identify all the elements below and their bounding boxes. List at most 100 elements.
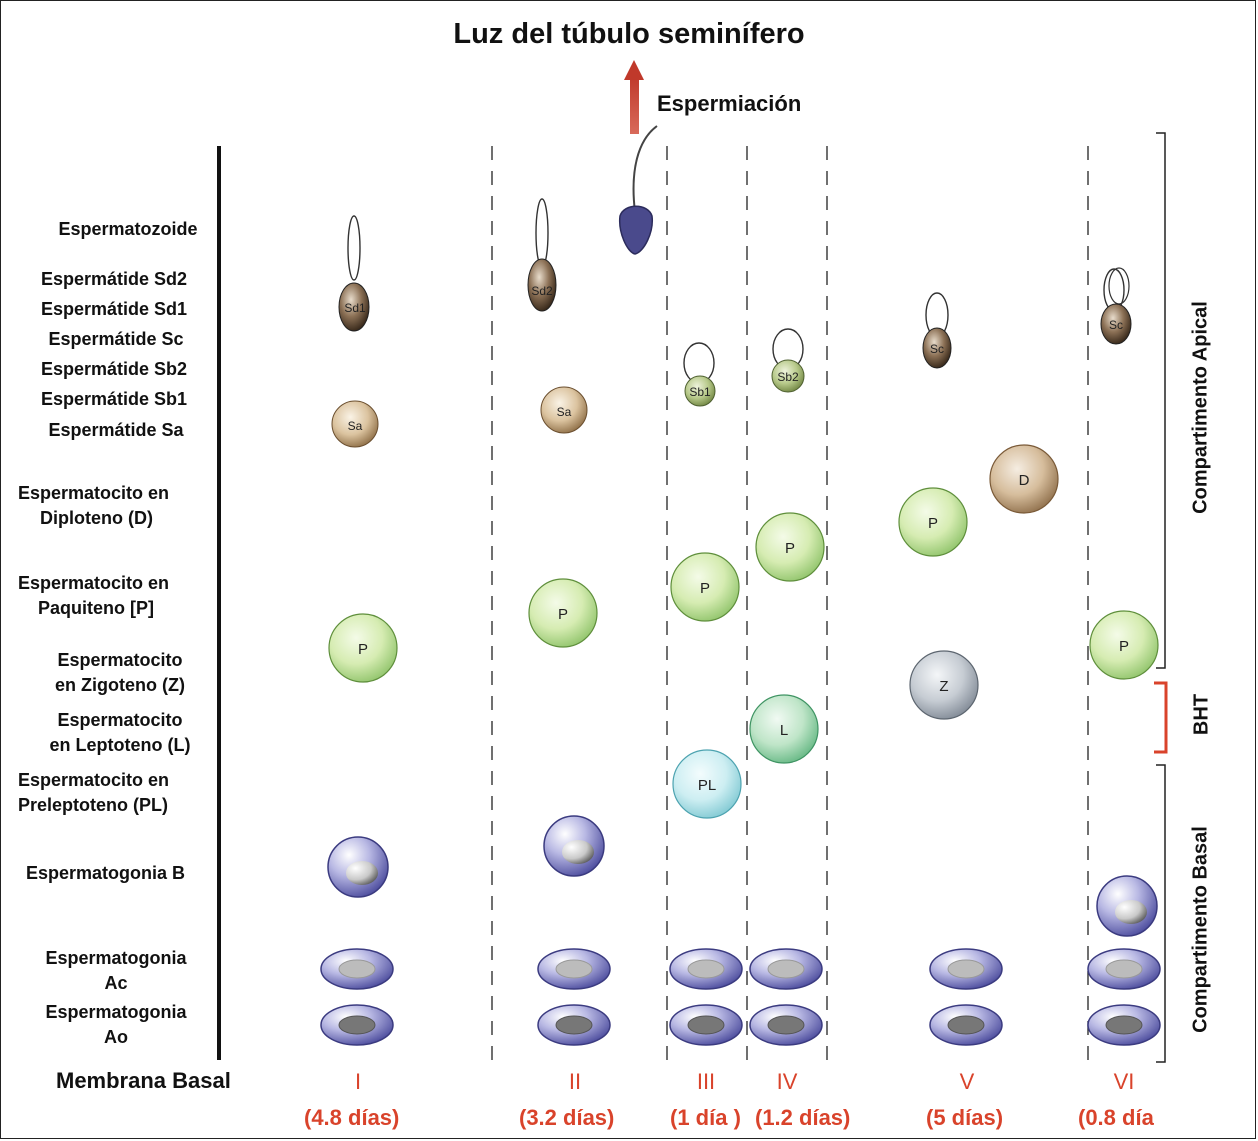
row-label-ao-2: Ao xyxy=(104,1027,128,1047)
cell-label: L xyxy=(780,722,788,739)
row-label-ao-1: Espermatogonia xyxy=(45,1002,187,1022)
stage-numeral-1: I xyxy=(354,1069,362,1094)
stage-3-cells: Sb1 P PL xyxy=(669,342,743,1046)
nucleus xyxy=(338,959,376,979)
nucleus xyxy=(338,1015,376,1035)
page-title: Luz del túbulo seminífero xyxy=(453,18,805,50)
stage-days-1: (4.8 días) xyxy=(304,1105,400,1130)
stage-numeral-3: III xyxy=(696,1069,716,1094)
row-label-espermatozoide: Espermatozoide xyxy=(58,219,198,239)
cell-label: P xyxy=(928,515,938,532)
bht-bracket xyxy=(1154,681,1168,754)
row-label-sa: Espermátide Sa xyxy=(48,420,184,440)
row-label-sc: Espermátide Sc xyxy=(48,329,184,349)
spermatid-sa xyxy=(331,400,379,448)
spermatid-sc xyxy=(922,327,952,369)
spermatid-sc xyxy=(1100,303,1132,345)
basal-bracket xyxy=(1156,764,1166,1063)
row-label-ac-1: Espermatogonia xyxy=(45,948,187,968)
acrosome-tail xyxy=(535,198,549,268)
nucleus xyxy=(767,1015,805,1035)
stage-days-4: (1.2 días) xyxy=(755,1105,851,1130)
stage-days-3: (1 día ) xyxy=(670,1105,741,1130)
spermatid-label: Sb2 xyxy=(777,370,799,384)
cell-label: P xyxy=(785,540,795,557)
basal-membrane-label: Membrana Basal xyxy=(56,1068,231,1093)
row-label-sd1: Espermátide Sd1 xyxy=(40,299,188,319)
pachytene-spermatocyte xyxy=(898,487,968,557)
stage-2-cells: Sd2 Sa P xyxy=(527,198,611,1046)
row-label-diplotene-2: Diploteno (D) xyxy=(40,508,153,528)
nucleus xyxy=(947,1015,985,1035)
stage-dividers xyxy=(491,146,1089,1060)
diplotene-spermatocyte xyxy=(989,444,1059,514)
cell-label: P xyxy=(700,580,710,597)
cell-label: P xyxy=(1119,638,1129,655)
row-label-leptotene-2: en Leptoteno (L) xyxy=(49,735,191,755)
apical-bracket xyxy=(1156,132,1166,669)
cell-label: P xyxy=(358,641,368,658)
nucleus xyxy=(1105,959,1143,979)
spermatid-label: Sa xyxy=(557,405,572,419)
pachytene-spermatocyte xyxy=(528,578,598,648)
stage-5-cells: Sc D P Z xyxy=(898,292,1059,1046)
cell-label: D xyxy=(1019,472,1030,489)
leptotene-spermatocyte xyxy=(749,694,819,764)
nucleus xyxy=(1115,900,1147,924)
stage-numeral-2: II xyxy=(568,1069,582,1094)
stage-days-2: (3.2 días) xyxy=(519,1105,615,1130)
preleptotene-spermatocyte xyxy=(672,749,742,819)
row-label-zygotene-2: en Zigoteno (Z) xyxy=(55,675,185,695)
stage-6-cells: Sc P xyxy=(1087,267,1161,1046)
cell-label: Z xyxy=(939,678,948,695)
spermatid-label: Sa xyxy=(348,419,363,433)
nucleus xyxy=(687,959,725,979)
cell-label: PL xyxy=(698,777,716,794)
stage-numeral-6: VI xyxy=(1113,1069,1135,1094)
row-label-pachytene-1: Espermatocito en xyxy=(18,573,170,593)
spermatid-sd1 xyxy=(338,282,370,332)
row-label-diplotene-1: Espermatocito en xyxy=(18,483,170,503)
cell-label: P xyxy=(558,606,568,623)
spermiation-label: Espermiación xyxy=(657,91,802,116)
acrosome-tail xyxy=(347,215,361,281)
arrow-head xyxy=(624,60,644,80)
nucleus xyxy=(687,1015,725,1035)
spermatid-label: Sd2 xyxy=(531,284,553,298)
pachytene-spermatocyte xyxy=(1089,610,1159,680)
stage-days-6: (0.8 día xyxy=(1078,1105,1154,1130)
zygotene-spermatocyte xyxy=(909,650,979,720)
stage-numeral-5: V xyxy=(959,1069,975,1094)
row-label-sb2: Espermátide Sb2 xyxy=(40,359,188,379)
row-label-pachytene-2: Paquiteno [P] xyxy=(38,598,154,618)
sperm-tail xyxy=(632,125,658,213)
spermiation-arrow xyxy=(624,60,644,134)
nucleus xyxy=(1105,1015,1143,1035)
nucleus xyxy=(562,840,594,864)
spermatid-label: Sd1 xyxy=(344,301,366,315)
spermatid-sb2 xyxy=(771,359,805,393)
nucleus xyxy=(767,959,805,979)
stage-numeral-4: IV xyxy=(776,1069,798,1094)
stage-days-5: (5 días) xyxy=(926,1105,1004,1130)
nucleus xyxy=(947,959,985,979)
row-label-preleptotene-1: Espermatocito en xyxy=(18,770,170,790)
pachytene-spermatocyte xyxy=(328,613,398,683)
spermatid-label: Sb1 xyxy=(689,385,711,399)
row-label-spermatogonia-b: Espermatogonia B xyxy=(26,863,186,883)
sperm-head xyxy=(618,205,653,255)
stage-4-cells: Sb2 P L xyxy=(749,328,825,1046)
row-label-preleptotene-2: Preleptoteno (PL) xyxy=(18,795,169,815)
stage-1-cells: Sd1 Sa P xyxy=(320,215,398,1046)
row-label-sb1: Espermátide Sb1 xyxy=(40,389,188,409)
row-label-sd2: Espermátide Sd2 xyxy=(40,269,188,289)
pachytene-spermatocyte xyxy=(670,552,740,622)
nucleus xyxy=(346,861,378,885)
spermatid-label: Sc xyxy=(930,342,944,356)
row-label-leptotene-1: Espermatocito xyxy=(57,710,183,730)
released-spermatozoon xyxy=(618,125,658,255)
spermatid-sd2 xyxy=(527,258,557,312)
pachytene-spermatocyte xyxy=(755,512,825,582)
